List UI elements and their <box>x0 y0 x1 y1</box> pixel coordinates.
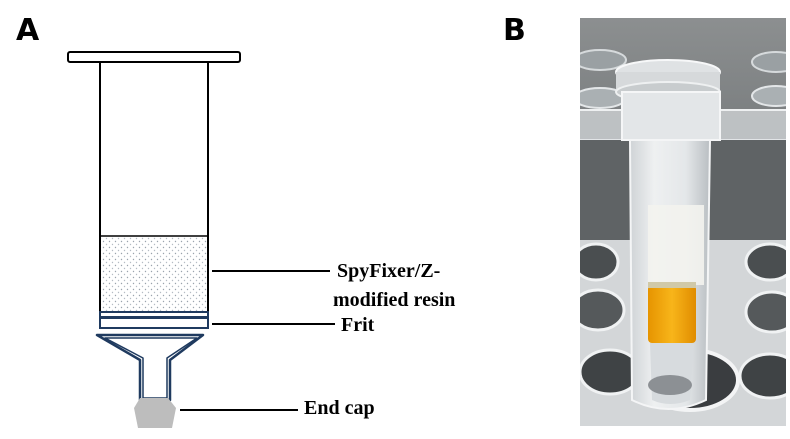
panel-label-a: A <box>16 13 40 48</box>
end-cap <box>134 398 176 428</box>
spin-column-diagram <box>67 51 335 428</box>
label-resin-line2: modified resin <box>333 289 456 311</box>
column-top-flange <box>67 51 241 63</box>
frit <box>99 311 209 329</box>
label-resin-line1: SpyFixer/Z- <box>337 260 441 282</box>
column-photo <box>580 18 786 426</box>
panel-label-b: B <box>503 13 526 48</box>
label-frit: Frit <box>341 314 375 336</box>
resin-bed <box>101 236 207 311</box>
label-end-cap: End cap <box>304 397 375 419</box>
